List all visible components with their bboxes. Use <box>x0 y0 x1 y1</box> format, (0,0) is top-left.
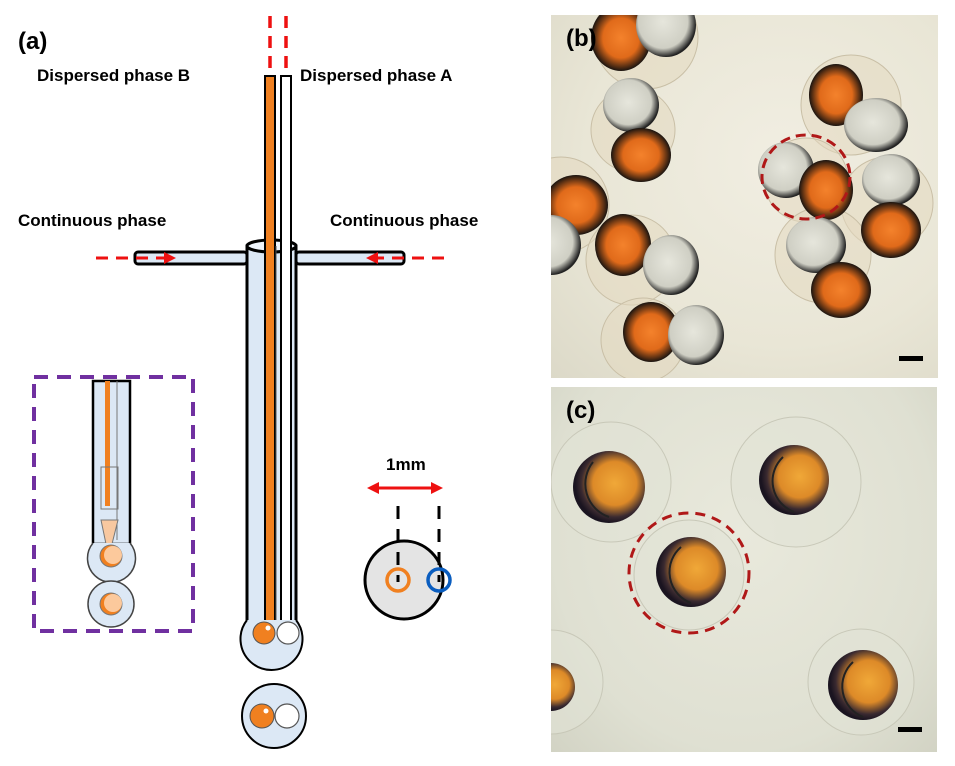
droplet-pair <box>861 154 921 258</box>
flow-line-continuous-right <box>366 252 450 264</box>
droplet-forming <box>239 619 304 671</box>
panel-a-letter: (a) <box>18 28 48 55</box>
label-continuous-phase-left: Continuous phase <box>18 211 167 230</box>
janus-droplets-drawing <box>551 15 934 378</box>
capillary-phase-b <box>264 75 276 623</box>
droplet-pair <box>758 142 853 220</box>
highlight-circle <box>627 511 751 635</box>
scale-label-1mm: 1mm <box>386 455 426 474</box>
micrograph-core-shell-droplets: (c) <box>551 387 937 752</box>
core-shell-droplets-drawing <box>551 416 915 736</box>
flow-line-continuous-left <box>96 252 176 264</box>
droplet-released <box>241 683 307 749</box>
droplet-pair <box>786 217 871 318</box>
highlight-circle <box>760 133 852 221</box>
cross-section <box>363 482 452 621</box>
core-shell-droplet <box>573 451 645 523</box>
droplet-pair <box>595 214 699 295</box>
label-dispersed-phase-a: Dispersed phase A <box>300 66 453 85</box>
capillary-phase-a <box>280 75 292 623</box>
core-shell-droplet <box>759 445 829 515</box>
droplet-pair <box>623 302 724 365</box>
droplet-pair <box>551 175 608 275</box>
core-shell-droplet <box>828 650 898 720</box>
core-shell-droplet <box>656 537 726 607</box>
label-continuous-phase-right: Continuous phase <box>330 211 479 230</box>
label-dispersed-phase-b: Dispersed phase B <box>37 66 191 85</box>
inset-box <box>32 375 195 633</box>
side-tube-right <box>294 250 406 266</box>
droplet-pair <box>603 78 671 182</box>
micrograph-janus-droplets: (b) <box>551 15 938 378</box>
scale-bar <box>898 727 922 732</box>
droplet-pair <box>809 64 908 152</box>
core-shell-droplet <box>551 663 575 711</box>
panel-b-letter: (b) <box>566 25 597 52</box>
panel-c-letter: (c) <box>566 397 596 424</box>
inset-core-shell-device <box>86 379 137 628</box>
side-tube-left <box>133 250 249 266</box>
scale-bar <box>899 356 923 361</box>
droplet-pair <box>591 15 696 71</box>
